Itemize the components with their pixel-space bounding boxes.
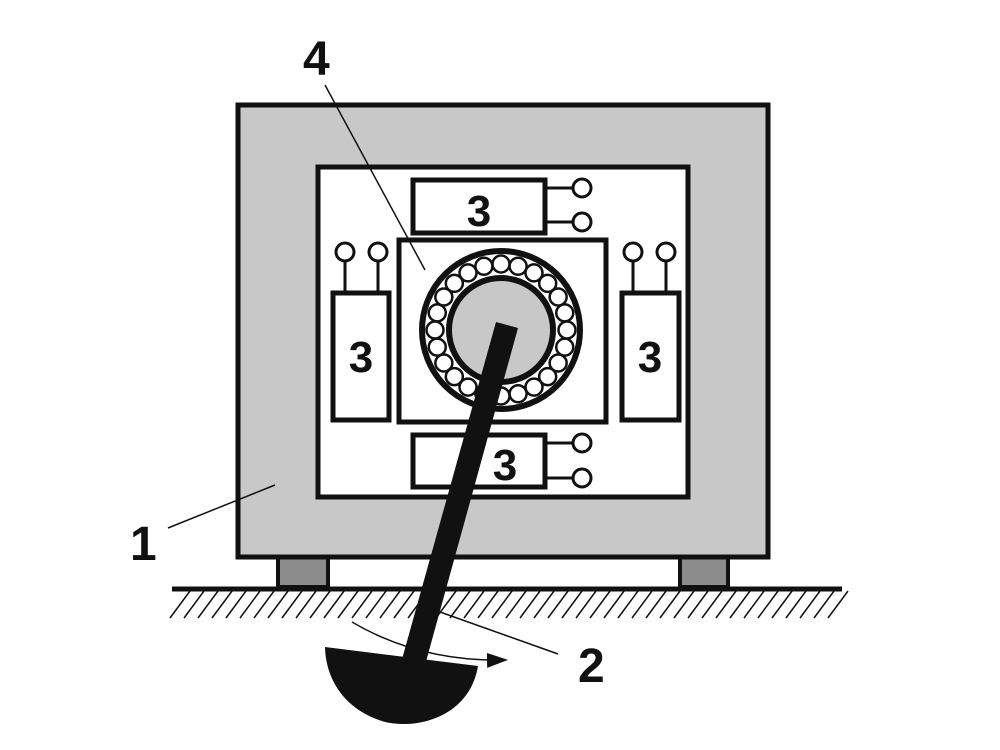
bearing-ball <box>548 353 568 373</box>
left-foot <box>276 553 330 589</box>
coil-label: 3 <box>467 187 491 236</box>
ground-hatch <box>449 590 471 619</box>
bearing-ball <box>508 256 528 276</box>
ground-hatch <box>323 590 345 619</box>
swing-arrow <box>351 621 508 668</box>
ground-hatch <box>617 590 639 619</box>
pendulum-rod <box>399 322 518 676</box>
bearing-ball <box>458 377 478 397</box>
coil-bottom: 3 <box>410 432 593 490</box>
ground-hatch <box>603 590 625 619</box>
ground-hatch <box>337 590 359 619</box>
terminal <box>571 177 593 199</box>
bearing-ball <box>434 353 454 373</box>
bearing-ball <box>524 377 544 397</box>
leader-line-4 <box>324 84 426 271</box>
bearing-ball <box>508 384 528 404</box>
ground-hatch <box>673 590 695 619</box>
coil-label: 3 <box>349 333 373 382</box>
bearing-ball <box>458 263 478 283</box>
ground-hatch <box>785 590 807 619</box>
bearing-ball <box>555 337 575 357</box>
ground-hatch <box>351 590 373 619</box>
ground-hatch <box>239 590 261 619</box>
ground-hatch <box>281 590 303 619</box>
ground-hatch <box>729 590 751 619</box>
ground-hatch <box>659 590 681 619</box>
coil-left: 3 <box>330 241 392 423</box>
leader-line-1 <box>167 484 276 529</box>
bearing-ball <box>548 287 568 307</box>
right-foot <box>678 553 730 589</box>
ground-hatch <box>561 590 583 619</box>
ground-hatch <box>631 590 653 619</box>
ground-hatch <box>253 590 275 619</box>
ground-hatch <box>799 590 821 619</box>
ground-hatch <box>309 590 331 619</box>
label-4: 4 <box>303 33 330 86</box>
ground-hatch <box>827 590 849 619</box>
ground-hatch <box>813 590 835 619</box>
leader-line-2 <box>439 611 559 655</box>
coil-right: 3 <box>619 241 682 423</box>
ground-hatch <box>477 590 499 619</box>
bearing-ball <box>491 254 511 274</box>
ground <box>169 586 849 619</box>
terminal <box>655 241 677 263</box>
ground-hatch <box>211 590 233 619</box>
coil-label: 3 <box>493 441 517 490</box>
ground-hatch <box>687 590 709 619</box>
terminal <box>367 241 389 263</box>
pendulum-bob <box>325 647 478 725</box>
label-2: 2 <box>578 640 605 693</box>
label-1: 1 <box>130 518 157 571</box>
ground-hatch <box>505 590 527 619</box>
ground-hatch <box>295 590 317 619</box>
bearing-ball <box>427 303 447 323</box>
ground-hatch <box>267 590 289 619</box>
bearing-ball <box>537 366 558 387</box>
ground-hatch <box>393 590 415 619</box>
bearing-ball <box>444 366 465 387</box>
terminal <box>571 211 593 233</box>
terminal <box>571 432 593 454</box>
terminal <box>622 241 644 263</box>
coil-top: 3 <box>410 177 593 236</box>
bearing-ball <box>425 320 445 340</box>
ground-hatch <box>645 590 667 619</box>
ground-hatch <box>533 590 555 619</box>
terminal <box>571 467 593 489</box>
bearing-ball <box>434 287 454 307</box>
ground-hatch <box>575 590 597 619</box>
ground-hatch <box>379 590 401 619</box>
ground-hatch <box>463 590 485 619</box>
bearing-ball <box>555 303 575 323</box>
ground-hatch <box>743 590 765 619</box>
ground-hatch <box>771 590 793 619</box>
ground-hatch <box>547 590 569 619</box>
ground-hatch <box>715 590 737 619</box>
bearing-ball <box>557 320 577 340</box>
ground-hatch <box>757 590 779 619</box>
ground-hatch <box>183 590 205 619</box>
bearing-ball <box>427 337 447 357</box>
ground-hatch <box>435 590 457 619</box>
coil-label: 3 <box>638 333 662 382</box>
ground-hatch <box>365 590 387 619</box>
ground-hatch <box>589 590 611 619</box>
ground-hatch <box>197 590 219 619</box>
terminal <box>334 241 356 263</box>
bearing-ball <box>524 263 544 283</box>
ground-hatch <box>225 590 247 619</box>
ground-hatch <box>519 590 541 619</box>
bearing-ball <box>537 273 558 294</box>
bearing-ball <box>444 273 465 294</box>
ground-hatch <box>169 590 191 619</box>
ground-hatch <box>701 590 723 619</box>
bearing-ball <box>474 256 494 276</box>
ground-hatch <box>491 590 513 619</box>
